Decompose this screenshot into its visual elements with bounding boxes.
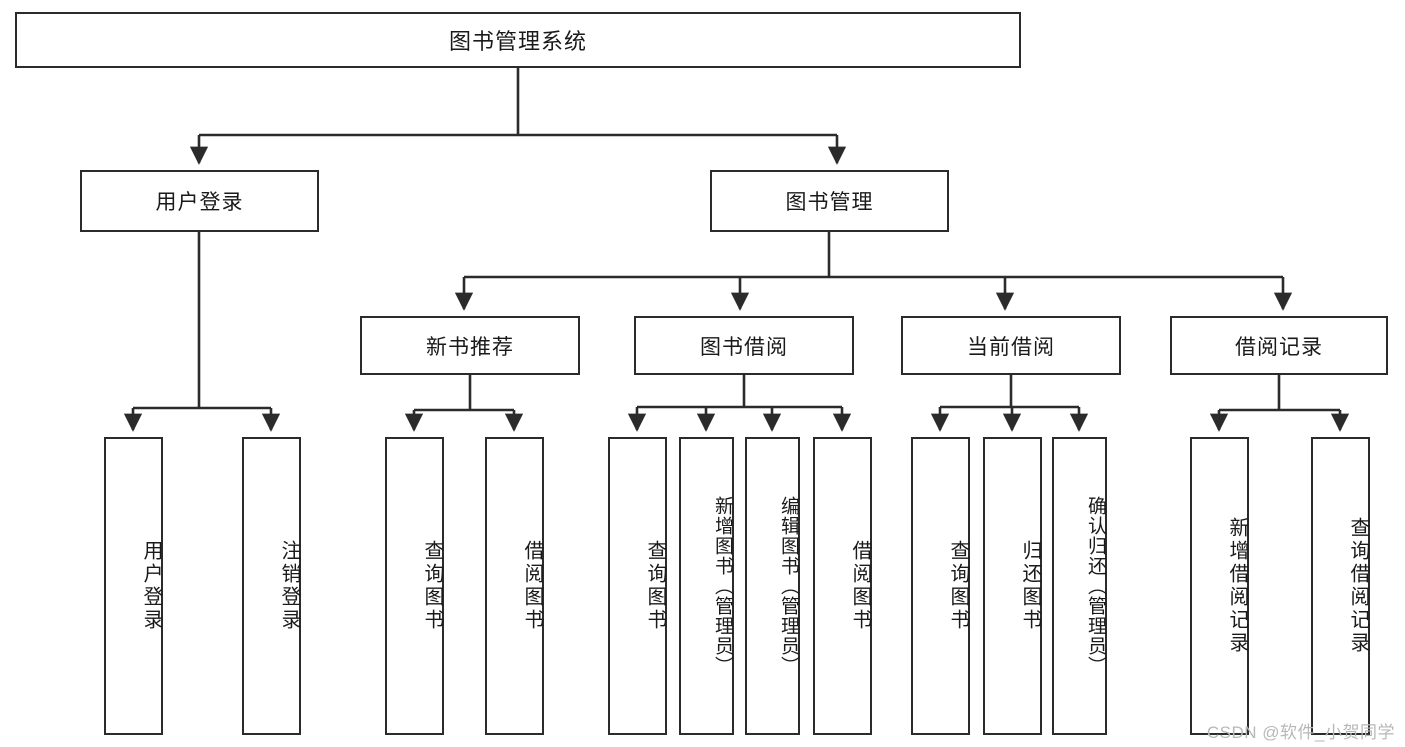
leaf-confirm-return-admin-label: 确认归还（管理员） — [1085, 496, 1106, 676]
leaf-logout[interactable]: 注销登录 — [242, 437, 301, 735]
leaf-query-book-3-label: 查询图书 — [947, 540, 969, 632]
node-borrow-record-label: 借阅记录 — [1235, 335, 1323, 359]
node-current-borrow-label: 当前借阅 — [967, 335, 1055, 359]
node-book-borrow[interactable]: 图书借阅 — [634, 316, 854, 375]
leaf-add-borrow-record-label: 新增借阅记录 — [1226, 517, 1248, 655]
leaf-borrow-book-2[interactable]: 借阅图书 — [813, 437, 872, 735]
node-book-borrow-label: 图书借阅 — [700, 335, 788, 359]
leaf-add-book-admin-label: 新增图书（管理员） — [712, 496, 733, 676]
leaf-borrow-book-1-label: 借阅图书 — [521, 540, 543, 632]
leaf-edit-book-admin-label: 编辑图书（管理员） — [778, 496, 799, 676]
leaf-edit-book-admin[interactable]: 编辑图书（管理员） — [745, 437, 800, 735]
leaf-query-book-2-label: 查询图书 — [644, 540, 666, 632]
leaf-add-book-admin[interactable]: 新增图书（管理员） — [679, 437, 734, 735]
leaf-query-book-2[interactable]: 查询图书 — [608, 437, 667, 735]
leaf-return-book-label: 归还图书 — [1019, 540, 1041, 632]
leaf-logout-label: 注销登录 — [278, 540, 300, 632]
leaf-confirm-return-admin[interactable]: 确认归还（管理员） — [1052, 437, 1107, 735]
leaf-return-book[interactable]: 归还图书 — [983, 437, 1042, 735]
leaf-add-borrow-record[interactable]: 新增借阅记录 — [1190, 437, 1249, 735]
leaf-query-book-1-label: 查询图书 — [421, 540, 443, 632]
node-book-manage-label: 图书管理 — [785, 191, 874, 214]
node-root[interactable]: 图书管理系统 — [15, 12, 1021, 68]
leaf-query-borrow-record-label: 查询借阅记录 — [1347, 517, 1369, 655]
node-borrow-record[interactable]: 借阅记录 — [1170, 316, 1388, 375]
leaf-borrow-book-2-label: 借阅图书 — [849, 540, 871, 632]
csdn-watermark: CSDN @软件_小贺同学 — [1206, 723, 1395, 742]
leaf-query-book-1[interactable]: 查询图书 — [385, 437, 444, 735]
node-book-manage[interactable]: 图书管理 — [710, 170, 949, 232]
node-current-borrow[interactable]: 当前借阅 — [901, 316, 1121, 375]
node-root-label: 图书管理系统 — [448, 29, 587, 54]
leaf-borrow-book-1[interactable]: 借阅图书 — [485, 437, 544, 735]
node-user-login[interactable]: 用户登录 — [80, 170, 319, 232]
leaf-query-borrow-record[interactable]: 查询借阅记录 — [1311, 437, 1370, 735]
leaf-user-login[interactable]: 用户登录 — [104, 437, 163, 735]
leaf-query-book-3[interactable]: 查询图书 — [911, 437, 970, 735]
leaf-user-login-label: 用户登录 — [140, 540, 162, 632]
node-user-login-label: 用户登录 — [155, 191, 244, 214]
node-new-book-recommend[interactable]: 新书推荐 — [360, 316, 580, 375]
node-new-book-recommend-label: 新书推荐 — [426, 335, 514, 359]
